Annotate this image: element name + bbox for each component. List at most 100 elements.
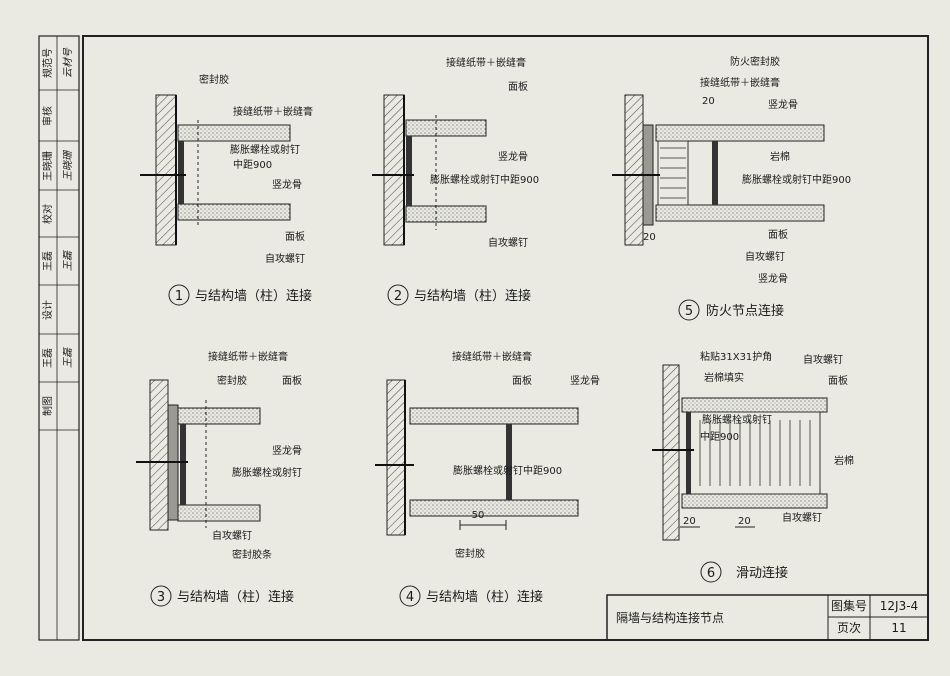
wall-panel: [681, 493, 828, 509]
detail-number: 6: [707, 566, 715, 581]
label-fire-sealant: 防火密封胶: [730, 55, 780, 68]
detail-4: 接缝纸带＋嵌缝膏 面板 竖龙骨 膨胀螺栓或射钉中距900 50 密封胶 4 与结…: [375, 350, 600, 607]
label-panel: 面板: [282, 374, 302, 387]
label-anchor-bolt: 膨胀螺栓或射钉中距900: [742, 173, 851, 186]
wall-panel: [409, 499, 579, 517]
structural-wall: [383, 94, 405, 246]
detail-caption: 防火节点连接: [706, 303, 784, 319]
detail-number: 3: [157, 590, 165, 605]
wall-panel: [681, 397, 828, 413]
sidebar-sign-5: 王磊: [63, 250, 74, 271]
detail-caption: 与结构墙（柱）连接: [426, 589, 543, 605]
wall-panel: [405, 205, 487, 223]
label-screw-bottom: 自攻螺钉: [782, 511, 822, 524]
detail-number: 2: [394, 289, 402, 304]
detail-2: 接缝纸带＋嵌缝膏 面板 竖龙骨 膨胀螺栓或射钉中距900 自攻螺钉 2 与结构墙…: [372, 56, 539, 306]
wall-panel: [177, 504, 261, 522]
label-sealant: 密封胶: [217, 374, 247, 387]
label-joint-tape: 接缝纸带＋嵌缝膏: [452, 350, 532, 363]
detail-caption: 与结构墙（柱）连接: [414, 288, 531, 304]
page-number: 11: [891, 621, 906, 635]
detail-number-circle: [700, 561, 722, 583]
detail-caption: 与结构墙（柱）连接: [177, 589, 294, 605]
detail-6: 粘贴31X31护角 岩棉填实 自攻螺钉 面板 膨胀螺栓或射钉 中距900 岩棉 …: [652, 350, 854, 583]
label-joint-tape: 接缝纸带＋嵌缝膏: [446, 56, 526, 69]
sidebar-sign-7: 王磊: [63, 347, 74, 368]
label-anchor-bolt: 膨胀螺栓或射钉: [232, 466, 302, 479]
detail-3: 接缝纸带＋嵌缝膏 密封胶 面板 竖龙骨 膨胀螺栓或射钉 自攻螺钉 密封胶条 3 …: [136, 350, 302, 607]
sidebar-sign-1: 云材号: [62, 47, 74, 78]
label-anchor-bolt: 膨胀螺栓或射钉: [230, 143, 300, 156]
dimension-50: 50: [472, 510, 485, 521]
rock-wool: [657, 140, 689, 206]
label-screw: 自攻螺钉: [745, 250, 785, 263]
label-stud-bottom: 竖龙骨: [758, 272, 788, 285]
wall-panel: [655, 204, 825, 222]
label-spacing: 中距900: [700, 430, 739, 443]
detail-number: 1: [175, 289, 183, 304]
atlas-number-label: 图集号: [831, 598, 867, 613]
wall-panel: [409, 407, 579, 425]
structural-wall: [386, 379, 406, 536]
dimension-20-right: 20: [738, 516, 751, 527]
sidebar-role-5: 王磊: [42, 251, 54, 271]
label-joint-tape: 接缝纸带＋嵌缝膏: [208, 350, 288, 363]
detail-caption: 与结构墙（柱）连接: [195, 288, 312, 304]
dimension-20-left: 20: [683, 516, 696, 527]
label-rock-wool-fill: 岩棉填实: [704, 371, 744, 384]
label-screw: 自攻螺钉: [265, 252, 305, 265]
label-panel: 面板: [768, 228, 788, 241]
wall-panel: [655, 124, 825, 142]
stud: [406, 136, 412, 206]
label-corner-guard: 粘贴31X31护角: [700, 350, 772, 363]
stud: [180, 424, 186, 505]
dimension-20-top: 20: [702, 96, 715, 107]
label-stud: 竖龙骨: [498, 150, 528, 163]
drawing-title: 隔墙与结构连接节点: [616, 610, 724, 625]
title-block: 隔墙与结构连接节点 图集号 12J3-4 页次 11: [606, 594, 929, 641]
label-screw: 自攻螺钉: [488, 236, 528, 249]
label-panel: 面板: [828, 374, 848, 387]
structural-wall: [624, 94, 644, 246]
sidebar-signature-strip: 规范号 云材号 审核 王晓珊 王晓珊 校对 王磊 王磊 设计 王磊 王磊 制图: [38, 35, 80, 641]
label-sealing-strip: 密封胶条: [232, 548, 272, 561]
label-rock-wool: 岩棉: [770, 150, 790, 163]
label-sealant: 密封胶: [455, 547, 485, 560]
label-spacing: 中距900: [233, 158, 272, 171]
label-screw-top: 自攻螺钉: [803, 353, 843, 366]
detail-number-circle: [399, 585, 421, 607]
sidebar-role-2: 审核: [41, 106, 54, 126]
detail-caption: 滑动连接: [736, 565, 788, 581]
label-stud: 竖龙骨: [272, 178, 302, 191]
wall-panel: [177, 407, 261, 425]
label-anchor-bolt: 膨胀螺栓或射钉中距900: [453, 464, 562, 477]
wall-panel: [177, 203, 291, 221]
label-stud: 竖龙骨: [570, 374, 600, 387]
detail-number: 4: [406, 590, 414, 605]
label-sealant: 密封胶: [199, 73, 229, 86]
stud: [506, 424, 512, 500]
sidebar-role-7: 王磊: [42, 348, 54, 368]
structural-wall: [662, 364, 680, 541]
sidebar-role-6: 设计: [41, 300, 54, 320]
label-anchor-bolt: 膨胀螺栓或射钉: [702, 413, 772, 426]
detail-number: 5: [685, 304, 693, 319]
label-rock-wool: 岩棉: [834, 454, 854, 467]
wall-panel: [405, 119, 487, 137]
detail-1: 密封胶 接缝纸带＋嵌缝膏 膨胀螺栓或射钉 中距900 竖龙骨 面板 自攻螺钉 1…: [140, 73, 313, 306]
stud: [178, 141, 184, 204]
label-panel: 面板: [512, 374, 532, 387]
label-anchor-bolt: 膨胀螺栓或射钉中距900: [430, 173, 539, 186]
detail-number-circle: [387, 284, 409, 306]
page-label: 页次: [837, 621, 861, 635]
structural-wall: [149, 379, 169, 531]
wall-panel: [177, 124, 291, 142]
label-stud: 竖龙骨: [272, 444, 302, 457]
label-joint-tape: 接缝纸带＋嵌缝膏: [700, 76, 780, 89]
label-panel: 面板: [285, 230, 305, 243]
dimension-20-bottom: 20: [643, 232, 656, 243]
stud: [686, 412, 691, 494]
detail-5: 防火密封胶 接缝纸带＋嵌缝膏 20 竖龙骨 岩棉 膨胀螺栓或射钉中距900 20…: [612, 55, 851, 321]
detail-number-circle: [678, 299, 700, 321]
